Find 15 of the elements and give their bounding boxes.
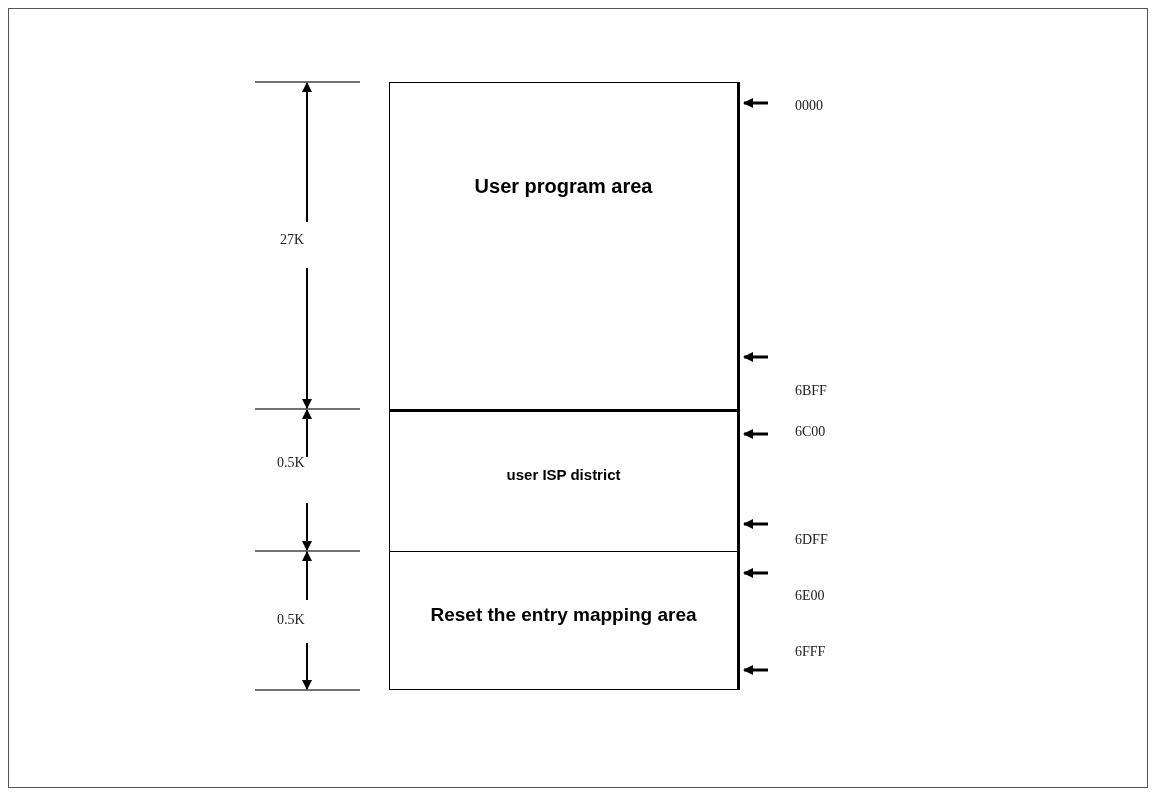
memory-region	[389, 82, 740, 409]
address-label: 0000	[795, 98, 823, 114]
address-label: 6C00	[795, 424, 826, 440]
dimension-label: 0.5K	[277, 612, 305, 628]
memory-region	[389, 551, 740, 690]
memory-region	[389, 409, 740, 551]
region-label: User program area	[474, 174, 653, 198]
address-label: 6E00	[795, 588, 825, 604]
region-label: user ISP district	[506, 466, 621, 483]
address-label: 6FFF	[795, 644, 826, 660]
region-label: Reset the entry mapping area	[430, 603, 697, 626]
dimension-label: 0.5K	[277, 455, 305, 471]
dimension-label: 27K	[280, 232, 305, 248]
address-label: 6BFF	[795, 383, 827, 399]
address-label: 6DFF	[795, 532, 828, 548]
